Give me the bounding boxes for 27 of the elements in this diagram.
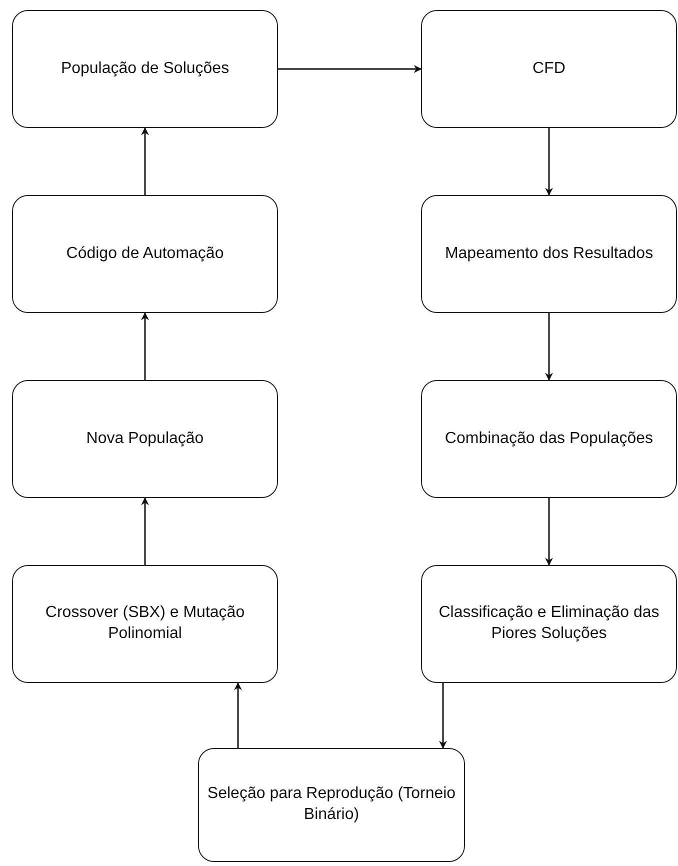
box-label: Combinação das Populações [444, 428, 654, 449]
process-box [12, 565, 278, 683]
process-box [421, 10, 677, 128]
process-box [421, 565, 677, 683]
arrow [141, 312, 149, 380]
arrow [278, 65, 422, 73]
box-label: População de Soluções [60, 58, 230, 79]
box-label: Nova População [86, 428, 204, 449]
arrow [141, 497, 149, 565]
arrow [141, 127, 149, 195]
arrow [545, 128, 553, 196]
process-box [198, 748, 465, 862]
process-box [12, 195, 278, 313]
arrow [545, 498, 553, 566]
arrow [545, 313, 553, 381]
process-box [12, 380, 278, 498]
box-label: Crossover (SBX) e Mutação Polinomial [44, 603, 246, 644]
box-label: Seleção para Reprodução (Torneio Binário) [206, 784, 457, 825]
process-box [12, 10, 278, 128]
process-box [421, 380, 677, 498]
process-box [421, 195, 677, 313]
box-label: CFD [532, 58, 566, 79]
box-label: Mapeamento dos Resultados [444, 244, 654, 264]
box-label: Código de Automação [66, 244, 224, 264]
arrow [234, 682, 242, 748]
arrow [439, 683, 447, 749]
box-label: Classificação e Eliminação das Piores Soluções [438, 603, 660, 644]
